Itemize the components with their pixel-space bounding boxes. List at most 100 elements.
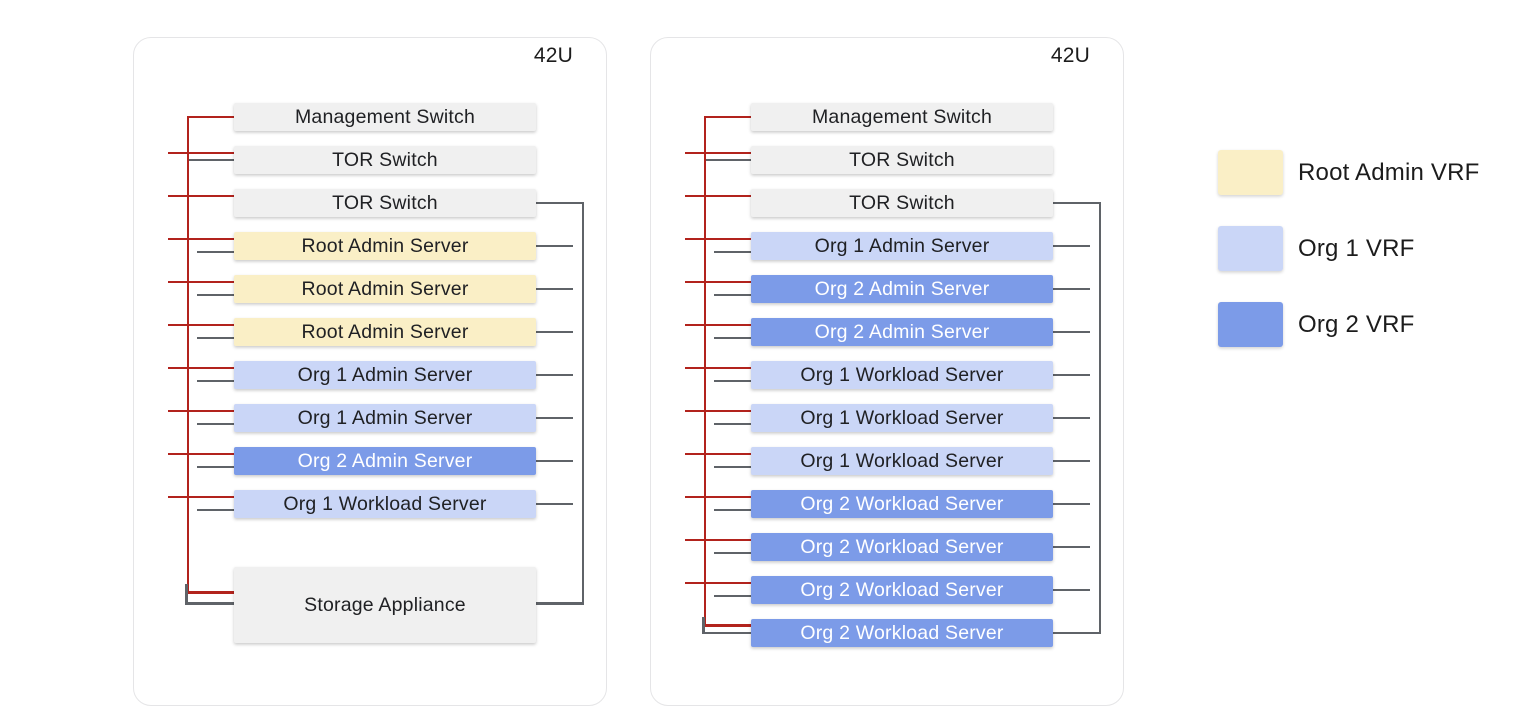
management-network-branch: [685, 323, 751, 327]
management-network-branch: [685, 237, 751, 241]
node-root-admin-server: Root Admin Server: [234, 318, 536, 346]
data-network-stub: [197, 336, 234, 340]
management-network-branch: [705, 624, 751, 627]
data-network-branch: [1053, 631, 1102, 635]
data-network-elbow-h: [185, 602, 234, 605]
data-network-stub: [197, 379, 234, 383]
data-network-stub: [536, 416, 573, 420]
node-org-1-workload-server: Org 1 Workload Server: [234, 490, 536, 518]
node-org-1-admin-server: Org 1 Admin Server: [234, 361, 536, 389]
legend-item-org-2-vrf: Org 2 VRF: [1218, 302, 1415, 347]
node-org-2-workload-server: Org 2 Workload Server: [751, 490, 1053, 518]
data-network-stub: [714, 551, 751, 555]
rack-capacity-label: 42U: [533, 44, 573, 67]
management-network-branch: [685, 280, 751, 284]
data-network-stub: [197, 422, 234, 426]
node-root-admin-server: Root Admin Server: [234, 275, 536, 303]
management-network-branch: [168, 237, 234, 241]
data-network-stub: [197, 250, 234, 254]
data-network-stub: [1053, 416, 1090, 420]
legend-swatch-root-admin-vrf: [1218, 150, 1283, 195]
data-network-stub: [714, 465, 751, 469]
management-network-branch: [188, 115, 234, 119]
data-network-stub: [536, 502, 573, 506]
data-network-branch: [536, 201, 585, 205]
management-network-branch: [168, 366, 234, 370]
data-network-stub: [1053, 588, 1090, 592]
management-network-branch: [168, 151, 234, 155]
management-network-vline: [186, 115, 190, 594]
node-org-1-workload-server: Org 1 Workload Server: [751, 404, 1053, 432]
data-network-stub: [1053, 287, 1090, 291]
data-network-elbow-v: [185, 584, 188, 605]
data-network-stub: [1053, 545, 1090, 549]
data-network-stub: [536, 459, 573, 463]
data-network-stub: [714, 508, 751, 512]
node-tor-switch: TOR Switch: [234, 189, 536, 217]
data-network-branch: [1053, 201, 1102, 205]
management-network-branch: [168, 194, 234, 198]
node-org-1-workload-server: Org 1 Workload Server: [751, 447, 1053, 475]
data-network-elbow-h: [702, 631, 751, 635]
data-network-branch: [705, 158, 751, 162]
data-network-elbow-v: [702, 617, 705, 635]
node-tor-switch: TOR Switch: [234, 146, 536, 174]
management-network-vline: [703, 115, 707, 627]
legend-swatch-org-1-vrf: [1218, 226, 1283, 271]
data-network-stub: [714, 379, 751, 383]
management-network-branch: [685, 366, 751, 370]
data-network-stub: [536, 373, 573, 377]
data-network-stub: [714, 594, 751, 598]
node-org-2-admin-server: Org 2 Admin Server: [751, 275, 1053, 303]
node-org-2-workload-server: Org 2 Workload Server: [751, 576, 1053, 604]
legend-label: Root Admin VRF: [1298, 158, 1480, 186]
management-network-branch: [168, 495, 234, 499]
management-network-branch: [168, 452, 234, 456]
data-network-vline: [1098, 201, 1102, 635]
management-network-branch: [168, 323, 234, 327]
node-root-admin-server: Root Admin Server: [234, 232, 536, 260]
legend-swatch-org-2-vrf: [1218, 302, 1283, 347]
data-network-stub: [536, 244, 573, 248]
node-org-2-workload-server: Org 2 Workload Server: [751, 619, 1053, 647]
management-network-branch: [168, 280, 234, 284]
data-network-vline: [581, 201, 585, 605]
data-network-stub: [714, 293, 751, 297]
management-network-branch: [685, 409, 751, 413]
node-storage-appliance: Storage Appliance: [234, 567, 536, 643]
data-network-stub: [1053, 502, 1090, 506]
data-network-stub: [1053, 459, 1090, 463]
management-network-branch: [188, 591, 234, 594]
data-network-stub: [714, 250, 751, 254]
rack-capacity-label: 42U: [1050, 44, 1090, 67]
management-network-branch: [685, 151, 751, 155]
data-network-stub: [714, 336, 751, 340]
node-org-2-admin-server: Org 2 Admin Server: [234, 447, 536, 475]
node-org-2-workload-server: Org 2 Workload Server: [751, 533, 1053, 561]
management-network-branch: [168, 409, 234, 413]
node-org-1-workload-server: Org 1 Workload Server: [751, 361, 1053, 389]
management-network-branch: [685, 194, 751, 198]
management-network-branch: [685, 538, 751, 542]
node-management-switch: Management Switch: [751, 103, 1053, 131]
management-network-branch: [685, 495, 751, 499]
data-network-stub: [1053, 244, 1090, 248]
node-tor-switch: TOR Switch: [751, 146, 1053, 174]
node-management-switch: Management Switch: [234, 103, 536, 131]
management-network-branch: [685, 452, 751, 456]
data-network-stub: [197, 465, 234, 469]
data-network-stub: [536, 330, 573, 334]
data-network-stub: [536, 287, 573, 291]
data-network-stub: [1053, 373, 1090, 377]
management-network-branch: [685, 581, 751, 585]
node-tor-switch: TOR Switch: [751, 189, 1053, 217]
data-network-stub: [197, 508, 234, 512]
legend-label: Org 1 VRF: [1298, 234, 1415, 262]
data-network-stub: [714, 422, 751, 426]
data-network-branch: [536, 602, 585, 605]
management-network-branch: [705, 115, 751, 119]
data-network-branch: [188, 158, 234, 162]
legend-label: Org 2 VRF: [1298, 310, 1415, 338]
legend-item-org-1-vrf: Org 1 VRF: [1218, 226, 1415, 271]
